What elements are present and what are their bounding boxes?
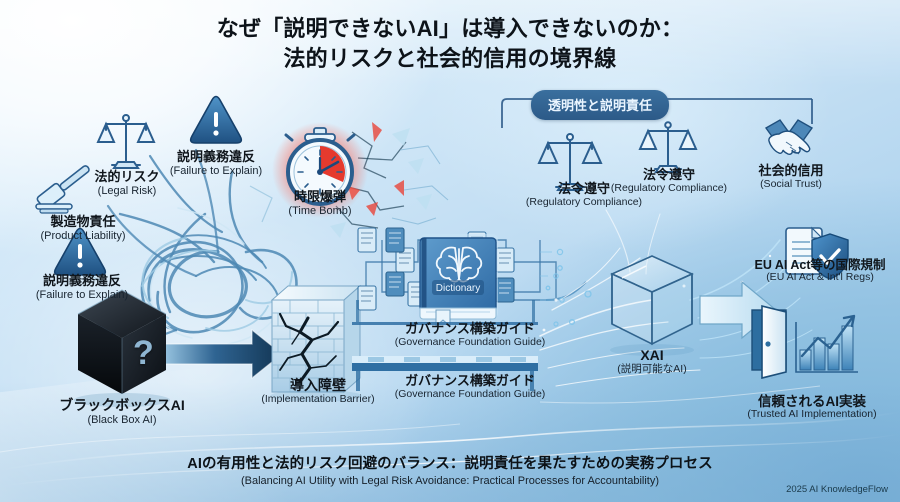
caption-ja: AIの有用性と法的リスク回避のバランス：説明責任を果たすための実務プロセス bbox=[187, 456, 713, 472]
label-implementation-barrier: 導入障壁 (Implementation Barrier) bbox=[261, 377, 375, 405]
black-box-question-mark: ? bbox=[133, 334, 154, 372]
label-eu-ai-act: EU AI Act等の国際規制 (EU AI Act & Int'l Regs) bbox=[754, 258, 886, 283]
caption-en: (Balancing AI Utility with Legal Risk Av… bbox=[241, 475, 659, 487]
label-product-liability: 製造物責任 (Product Liability) bbox=[40, 214, 126, 242]
label-failure-to-explain-bottom: 説明義務違反 (Failure to Explain) bbox=[35, 273, 129, 301]
page-title: なぜ「説明できないAI」は導入できないのか： 法的リスクと社会的信用の境界線 bbox=[0, 14, 900, 75]
bottom-caption: AIの有用性と法的リスク回避のバランス：説明責任を果たすための実務プロセス (B… bbox=[0, 452, 900, 487]
title-line-2: 法的リスクと社会的信用の境界線 bbox=[283, 46, 617, 72]
title-line-1: なぜ「説明できないAI」は導入できないのか： bbox=[216, 16, 684, 41]
bracket-label-transparency: 透明性と説明責任 bbox=[530, 90, 670, 120]
label-trusted-ai-implementation: 信頼されるAI実装 (Trusted AI Implementation) bbox=[747, 394, 877, 421]
label-failure-to-explain-top: 説明義務違反 (Failure to Explain) bbox=[169, 149, 263, 177]
label-governance-guide-top: ガバナンス構築ガイド (Governance Foundation Guide) bbox=[394, 321, 546, 348]
label-regulatory-compliance-2: 法令遵守 (Regulatory Compliance) bbox=[610, 167, 728, 194]
credit-footer: 2025 AI KnowledgeFlow bbox=[786, 484, 888, 495]
label-regulatory-compliance-1: 法令遵守 (Regulatory Compliance) bbox=[525, 181, 643, 208]
background-top-band bbox=[0, 0, 900, 86]
label-social-trust: 社会的信用 (Social Trust) bbox=[758, 163, 824, 190]
label-time-bomb: 時限爆弾 (Time Bomb) bbox=[288, 189, 352, 217]
label-legal-risk: 法的リスク (Legal Risk) bbox=[94, 169, 160, 197]
label-black-box-ai: ブラックボックスAI (Black Box AI) bbox=[59, 397, 185, 426]
label-xai: XAI (説明可能なAI) bbox=[617, 347, 687, 375]
label-governance-guide-bottom: ガバナンス構築ガイド (Governance Foundation Guide) bbox=[394, 373, 546, 400]
